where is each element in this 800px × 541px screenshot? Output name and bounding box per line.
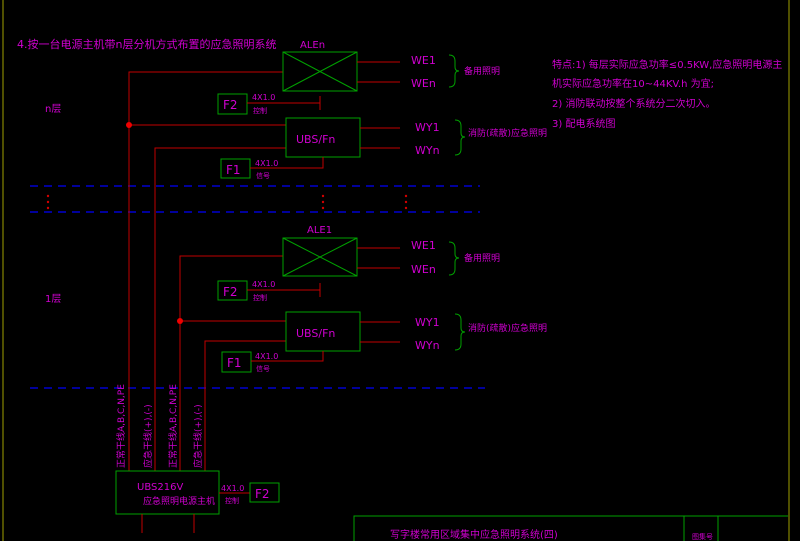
drawing-title: 写字楼常用区域集中应急照明系统(四) [390,528,558,541]
ale-label: ALEn [300,40,325,51]
cable-spec: 4X1.0 [252,93,275,102]
cable-spec: 4X1.0 [255,159,278,168]
circuit-we1: WE1 [411,54,436,67]
svg-text:F1: F1 [226,163,241,177]
ale-panel[interactable] [282,51,358,92]
svg-text:F1: F1 [227,356,242,370]
floor-label-n: n层 [45,103,61,115]
ale-cross-icon [282,237,358,277]
power-host: UBS216V 应急照明电源主机 4X1.0 控制 F2 [115,470,280,533]
host-model: UBS216V [137,482,183,493]
circuit-wy1: WY1 [415,121,440,134]
brace-icon [448,241,460,276]
notes: 特点:1) 每层实际应急功率≤0.5KW,应急照明电源主 机实际应急功率在10~… [552,58,782,130]
host-name: 应急照明电源主机 [143,495,215,507]
svg-text:控制: 控制 [253,106,267,115]
circuit-wy1: WY1 [415,316,440,329]
svg-text:F2: F2 [223,285,238,299]
f2-box[interactable] [249,482,280,503]
evac-lighting-label: 消防(疏散)应急照明 [468,127,547,139]
cable-spec: 4X1.0 [221,484,244,493]
ale-panel[interactable] [282,237,358,277]
cable-spec: 4X1.0 [255,352,278,361]
atlas-no-label: 图集号 [692,532,713,541]
note-line: 特点:1) 每层实际应急功率≤0.5KW,应急照明电源主 [552,58,782,71]
f2-box[interactable] [217,93,248,115]
svg-text:UBS/Fn: UBS/Fn [296,327,335,340]
f1-box[interactable] [221,351,252,373]
note-line: 机实际应急功率在10~44KV.h 为宜; [552,77,714,90]
circuit-we1: WE1 [411,239,436,252]
trunk-label: 应急干线(+),(-) [142,404,154,468]
continuation-dots [46,194,408,210]
floor-1-group: ALE1 WE1 WEn 备用照明 F2 4X1.0 控制 UBS/Fn WY1… [217,225,547,373]
floor-label-1: 1层 [45,293,61,305]
trunk-wires [126,71,286,471]
svg-text:控制: 控制 [225,496,239,505]
svg-text:F2: F2 [223,98,238,112]
svg-text:F2: F2 [255,487,270,501]
diagram-title: 4.按一台电源主机带n层分机方式布置的应急照明系统 [17,37,276,51]
circuit-wyn: WYn [415,144,440,157]
trunk-labels: 正常干线A,B,C,N,PE 应急干线(+),(-) 正常干线A,B,C,N,P… [115,384,204,468]
note-line: 2) 消防联动按整个系统分二次切入。 [552,97,715,110]
trunk-label: 正常干线A,B,C,N,PE [115,384,127,468]
evac-lighting-label: 消防(疏散)应急照明 [468,322,547,334]
svg-text:控制: 控制 [253,293,267,302]
circuit-wyn: WYn [415,339,440,352]
brace-icon [454,313,466,351]
circuit-wen: WEn [411,77,436,90]
standby-lighting-label: 备用照明 [464,65,500,77]
circuit-wen: WEn [411,263,436,276]
title-block: 写字楼常用区域集中应急照明系统(四) 图集号 [353,515,788,541]
svg-text:信号: 信号 [256,171,270,180]
trunk-label: 正常干线A,B,C,N,PE [167,384,179,468]
cable-spec: 4X1.0 [252,280,275,289]
svg-text:UBS/Fn: UBS/Fn [296,133,335,146]
note-line: 3) 配电系统图 [552,117,615,130]
trunk-label: 应急干线(+),(-) [192,404,204,468]
floor-n-group: ALEn WE1 WEn 备用照明 F2 4X1.0 控制 UBS/Fn WY1… [217,40,547,180]
standby-lighting-label: 备用照明 [464,252,500,264]
brace-icon [454,119,466,156]
ale-cross-icon [282,51,358,92]
ale-label: ALE1 [307,225,332,236]
brace-icon [448,54,460,88]
svg-text:信号: 信号 [256,364,270,373]
